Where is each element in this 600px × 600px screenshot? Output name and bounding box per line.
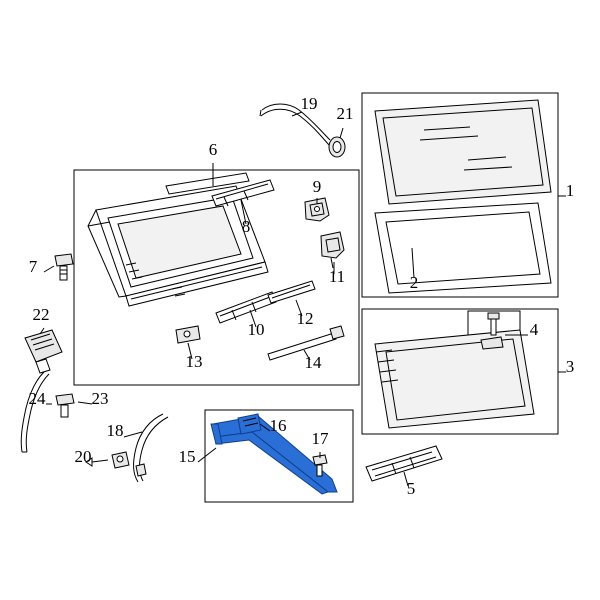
callout-18: 18 xyxy=(107,421,124,440)
group-box-1 xyxy=(361,92,559,298)
sunroof-frame-part-6 xyxy=(87,172,269,307)
callout-19: 19 xyxy=(301,94,318,113)
callout-23: 23 xyxy=(92,389,109,408)
grommet-part-21 xyxy=(328,136,346,158)
wind-deflector-part-15-highlight xyxy=(210,413,338,495)
rail-part-8 xyxy=(211,179,275,207)
drain-hose-part-24 xyxy=(20,371,50,453)
callout-3: 3 xyxy=(566,357,575,376)
callout-6: 6 xyxy=(209,140,218,159)
callout-21: 21 xyxy=(337,104,354,123)
callout-1: 1 xyxy=(566,181,575,200)
glass-panel-part-1 xyxy=(374,99,552,205)
callout-17: 17 xyxy=(312,429,330,448)
callout-14: 14 xyxy=(305,353,323,372)
drain-hose-part-19 xyxy=(259,103,331,146)
callout-4: 4 xyxy=(530,320,539,339)
guide-rail-part-10 xyxy=(215,291,277,324)
callout-11: 11 xyxy=(329,267,345,286)
screw-part-17 xyxy=(312,454,328,477)
callout-2: 2 xyxy=(410,273,419,292)
motor-part-22 xyxy=(24,329,63,374)
callout-24: 24 xyxy=(29,389,47,408)
callout-13: 13 xyxy=(186,352,203,371)
side-rail-part-5 xyxy=(365,445,443,482)
callout-20: 20 xyxy=(75,447,92,466)
group-box-6 xyxy=(73,169,360,386)
lever-part-11 xyxy=(320,231,345,269)
bolt-part-7 xyxy=(54,253,74,281)
callout-15: 15 xyxy=(179,447,196,466)
callout-9: 9 xyxy=(313,177,322,196)
callout-16: 16 xyxy=(270,416,287,435)
callout-12: 12 xyxy=(297,309,314,328)
callout-22: 22 xyxy=(33,305,50,324)
sunshade-part-3 xyxy=(374,329,535,429)
screw-part-4 xyxy=(480,312,504,350)
leader-lines xyxy=(39,111,566,487)
bracket-part-9 xyxy=(304,197,330,222)
callout-5: 5 xyxy=(407,479,416,498)
callout-7: 7 xyxy=(29,257,38,276)
guide-rail-part-12 xyxy=(267,280,316,304)
drain-hose-part-18 xyxy=(133,413,169,483)
callout-8: 8 xyxy=(242,217,251,236)
callout-10: 10 xyxy=(248,320,265,339)
clip-part-13 xyxy=(175,325,201,344)
glass-seal-part-2 xyxy=(374,202,552,294)
bolt-part-23 xyxy=(55,393,75,418)
grommet-part-20 xyxy=(111,451,130,469)
rod-part-14 xyxy=(267,325,345,361)
